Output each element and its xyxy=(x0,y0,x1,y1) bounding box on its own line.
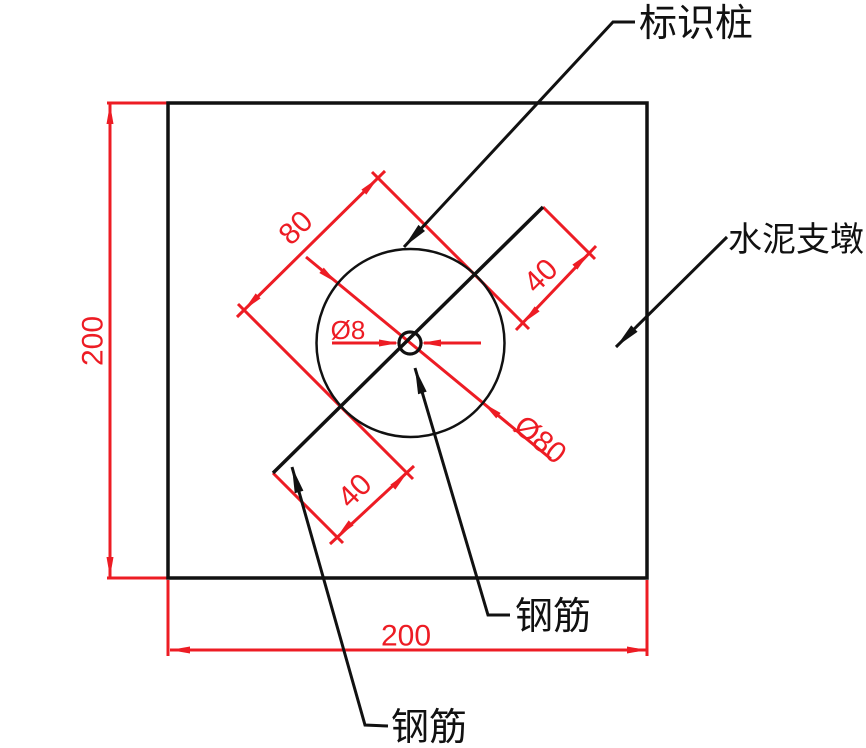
dim-dia8-value: Ø8 xyxy=(331,315,366,345)
arrowhead-up xyxy=(106,104,114,124)
rebar-bottom-label: 钢筋 xyxy=(391,705,467,748)
arrowhead-down xyxy=(106,557,114,577)
arrowhead-down-left xyxy=(523,306,540,323)
marker-pile-circle xyxy=(315,247,506,439)
dim-left-height: 200 xyxy=(77,101,168,580)
rebar-mid-leader: 钢筋 xyxy=(413,367,591,638)
arrowhead-down-left xyxy=(337,520,354,537)
rebar-line xyxy=(271,205,545,475)
annotation-layer: 标识桩 水泥支墩 钢筋 钢筋 xyxy=(290,1,864,748)
arrowhead-up-right xyxy=(361,178,378,195)
leader-arrowhead xyxy=(616,325,638,347)
arrowhead-down-left xyxy=(244,293,261,310)
arrowhead-down-right xyxy=(319,267,337,283)
rebar-bottom-leader: 钢筋 xyxy=(290,466,467,748)
marker-pile-label: 标识桩 xyxy=(639,1,753,45)
dimension-layer: 200 200 80 40 xyxy=(77,101,649,656)
marker-pile-leader: 标识桩 xyxy=(402,1,753,249)
leader-arrowhead xyxy=(415,368,427,395)
arrowhead-up-right xyxy=(572,253,589,270)
concrete-pier-outline xyxy=(166,101,649,580)
cement-pier-leader: 水泥支墩 xyxy=(614,220,864,349)
dim-width-value: 200 xyxy=(381,620,431,653)
dim-40-top-value: 40 xyxy=(518,253,565,300)
arrowhead-right xyxy=(379,339,399,347)
dim-dia80-value: Ø80 xyxy=(508,409,573,471)
arrowhead-left xyxy=(170,646,190,654)
dim-rebar-dia-8: Ø8 xyxy=(331,315,481,347)
dim-bottom-width: 200 xyxy=(166,580,649,656)
arrowhead-right xyxy=(627,646,647,654)
rebar-mid-label: 钢筋 xyxy=(515,594,591,638)
dim-rebar-top-40: 40 xyxy=(514,205,598,332)
rebar-cross-section-circle xyxy=(397,330,423,356)
arrowhead-left xyxy=(421,339,441,347)
leader-arrowhead xyxy=(292,467,304,494)
cement-pier-label: 水泥支墩 xyxy=(728,220,864,260)
arrowhead-up-left xyxy=(483,403,501,419)
arrowhead-up-right xyxy=(390,473,407,490)
leader-arrowhead xyxy=(404,224,426,247)
dim-height-value: 200 xyxy=(77,316,110,366)
geometry-layer xyxy=(166,101,649,580)
